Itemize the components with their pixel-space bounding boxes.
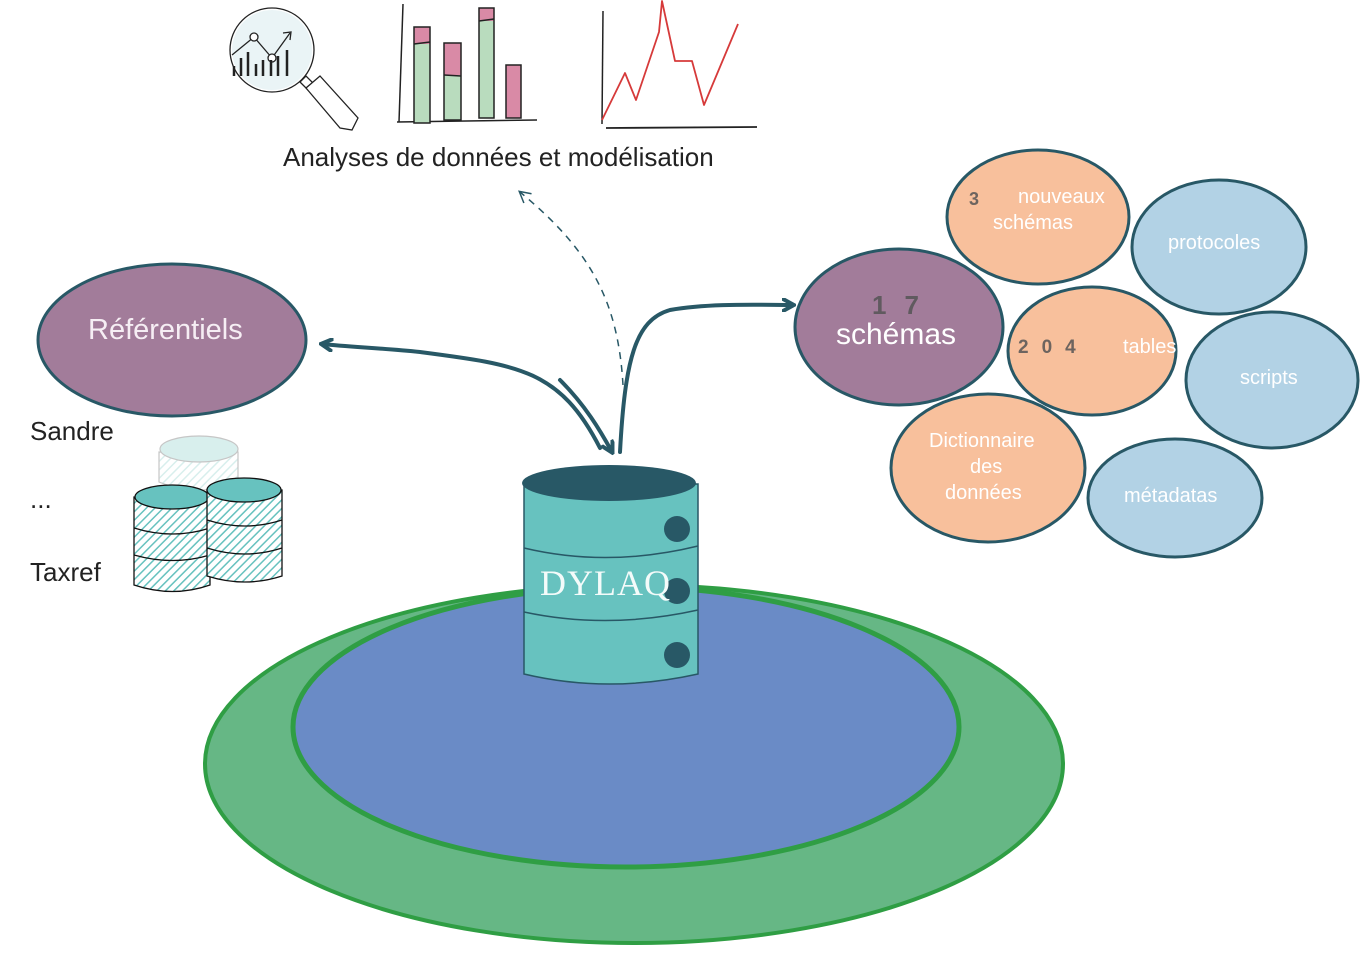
bubble-protocols[interactable] — [1130, 178, 1308, 316]
db-indicator-light — [664, 578, 690, 604]
connectors — [322, 190, 793, 454]
analysis-caption: Analyses de données et modélisation — [283, 142, 714, 172]
bubble-schemas[interactable] — [793, 247, 1005, 407]
new-schemas-label-line1: nouveaux — [1018, 186, 1105, 208]
stacked-bar-chart-icon — [396, 3, 538, 124]
arrow-referentiels-to-dylaq — [558, 378, 612, 452]
protocols-label: protocoles — [1168, 232, 1261, 254]
schemas-count: 17 — [872, 290, 937, 320]
referentiel-item-sandre: Sandre — [30, 416, 114, 446]
db-indicator-light — [664, 642, 690, 668]
new-schemas-count: 3 — [969, 189, 993, 209]
line-chart-icon — [601, 0, 758, 129]
bubble-metadata[interactable] — [1086, 437, 1264, 559]
new-schemas-label-line2: schémas — [993, 212, 1074, 234]
bubble-scripts[interactable] — [1184, 310, 1360, 450]
dylaq-label: DYLAQ — [540, 563, 671, 603]
dictionary-line1: Dictionnaire — [929, 430, 1035, 452]
dylaq-database-icon[interactable] — [522, 465, 699, 685]
referentiels-bubble[interactable] — [36, 262, 308, 418]
referentiels-title: Référentiels — [88, 314, 243, 346]
schema-bubbles — [793, 148, 1360, 559]
referentiel-item-ellipsis: ... — [30, 484, 52, 514]
database-cluster-icon — [133, 435, 283, 593]
dictionary-line2: des — [970, 456, 1003, 478]
bubble-tables[interactable] — [1006, 285, 1178, 417]
scripts-label: scripts — [1240, 367, 1298, 389]
arrow-dylaq-to-referentiels — [322, 344, 602, 450]
magnifier-chart-icon — [229, 7, 359, 131]
arrow-dylaq-to-schemas — [618, 305, 793, 454]
bubble-dictionary[interactable] — [889, 392, 1087, 544]
tables-count: 204 — [1018, 337, 1089, 358]
tables-label: tables — [1123, 336, 1177, 358]
dictionary-line3: données — [945, 482, 1022, 504]
db-indicator-light — [664, 516, 690, 542]
bubble-new-schemas[interactable] — [945, 148, 1131, 286]
ground — [203, 583, 1065, 945]
referentiel-item-taxref: Taxref — [30, 557, 101, 587]
arrow-dylaq-to-analysis — [518, 190, 624, 386]
schemas-label: schémas — [836, 318, 957, 351]
metadata-label: métadatas — [1124, 485, 1218, 507]
